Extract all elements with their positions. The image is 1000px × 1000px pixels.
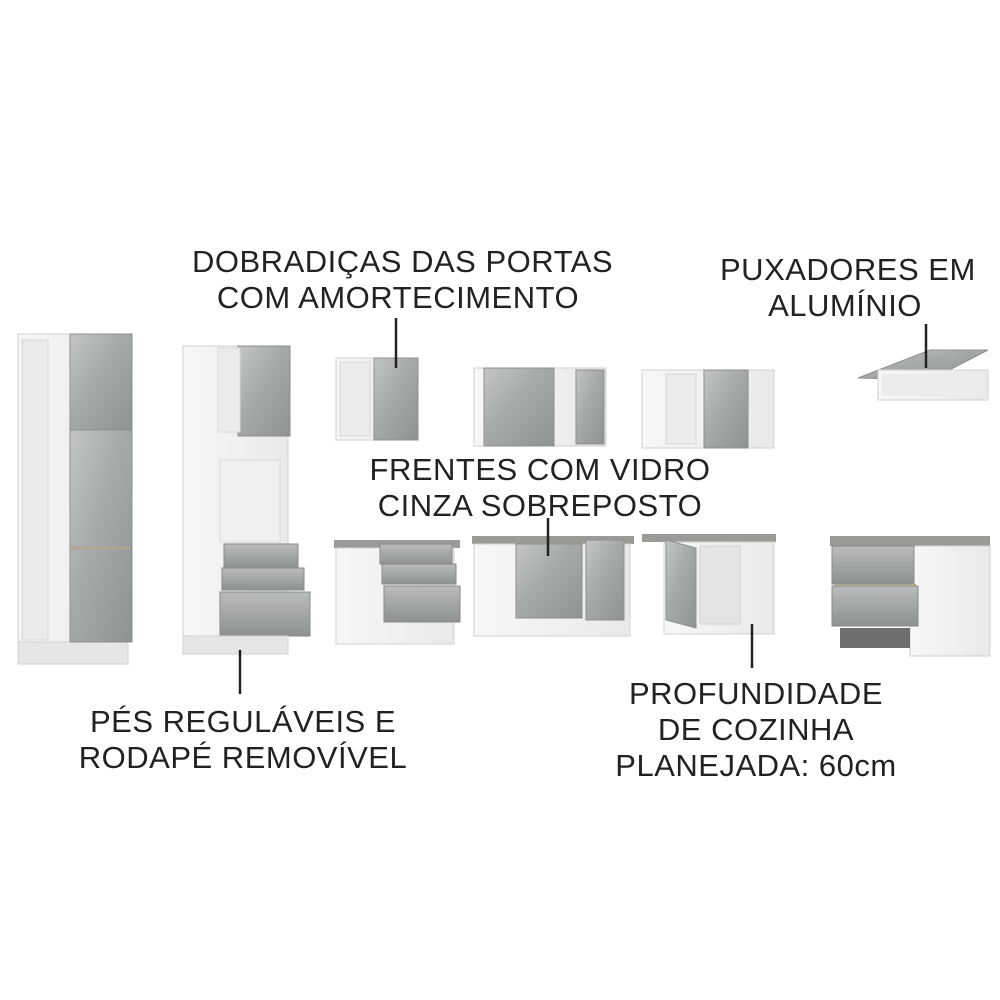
callout-kitchen-depth: PROFUNDIDADE DE COZINHA PLANEJADA: 60cm [606, 676, 906, 784]
callout-line: DE COZINHA [657, 712, 855, 747]
right-base-drawer-cabinet [830, 536, 991, 657]
corner-wall-cabinet [641, 369, 775, 449]
corner-base-cabinet [642, 534, 776, 635]
callout-line: FRENTES COM VIDRO [369, 452, 711, 487]
callout-line: RODAPÉ REMOVÍVEL [78, 740, 408, 775]
overhead-cabinet [857, 349, 989, 401]
callout-line: ALUMÍNIO [768, 288, 922, 323]
callout-aluminium-handles: PUXADORES EM ALUMÍNIO [720, 252, 976, 324]
callout-line: PROFUNDIDADE [628, 676, 883, 711]
base-drawer-cabinet [334, 540, 461, 645]
callout-line: CINZA SOBREPOSTO [377, 488, 703, 523]
callout-glass-fronts: FRENTES COM VIDRO CINZA SOBREPOSTO [360, 452, 720, 524]
callout-line: DOBRADIÇAS DAS PORTAS [192, 244, 614, 279]
callout-soft-close-hinges: DOBRADIÇAS DAS PORTAS COM AMORTECIMENTO [192, 244, 614, 316]
callout-line: COM AMORTECIMENTO [216, 280, 580, 315]
sink-base-cabinet [472, 536, 634, 637]
oven-tower-cabinet [182, 345, 311, 655]
tall-pantry-cabinet [17, 333, 133, 665]
callout-line: PUXADORES EM [720, 252, 976, 287]
callout-adjustable-feet: PÉS REGULÁVEIS E RODAPÉ REMOVÍVEL [70, 704, 416, 776]
leader-lines [238, 318, 928, 694]
wall-cabinet-2 [473, 367, 607, 447]
callout-line: PÉS REGULÁVEIS E [89, 704, 397, 739]
callout-line: PLANEJADA: 60cm [615, 748, 897, 783]
wall-cabinet-1 [335, 357, 419, 441]
